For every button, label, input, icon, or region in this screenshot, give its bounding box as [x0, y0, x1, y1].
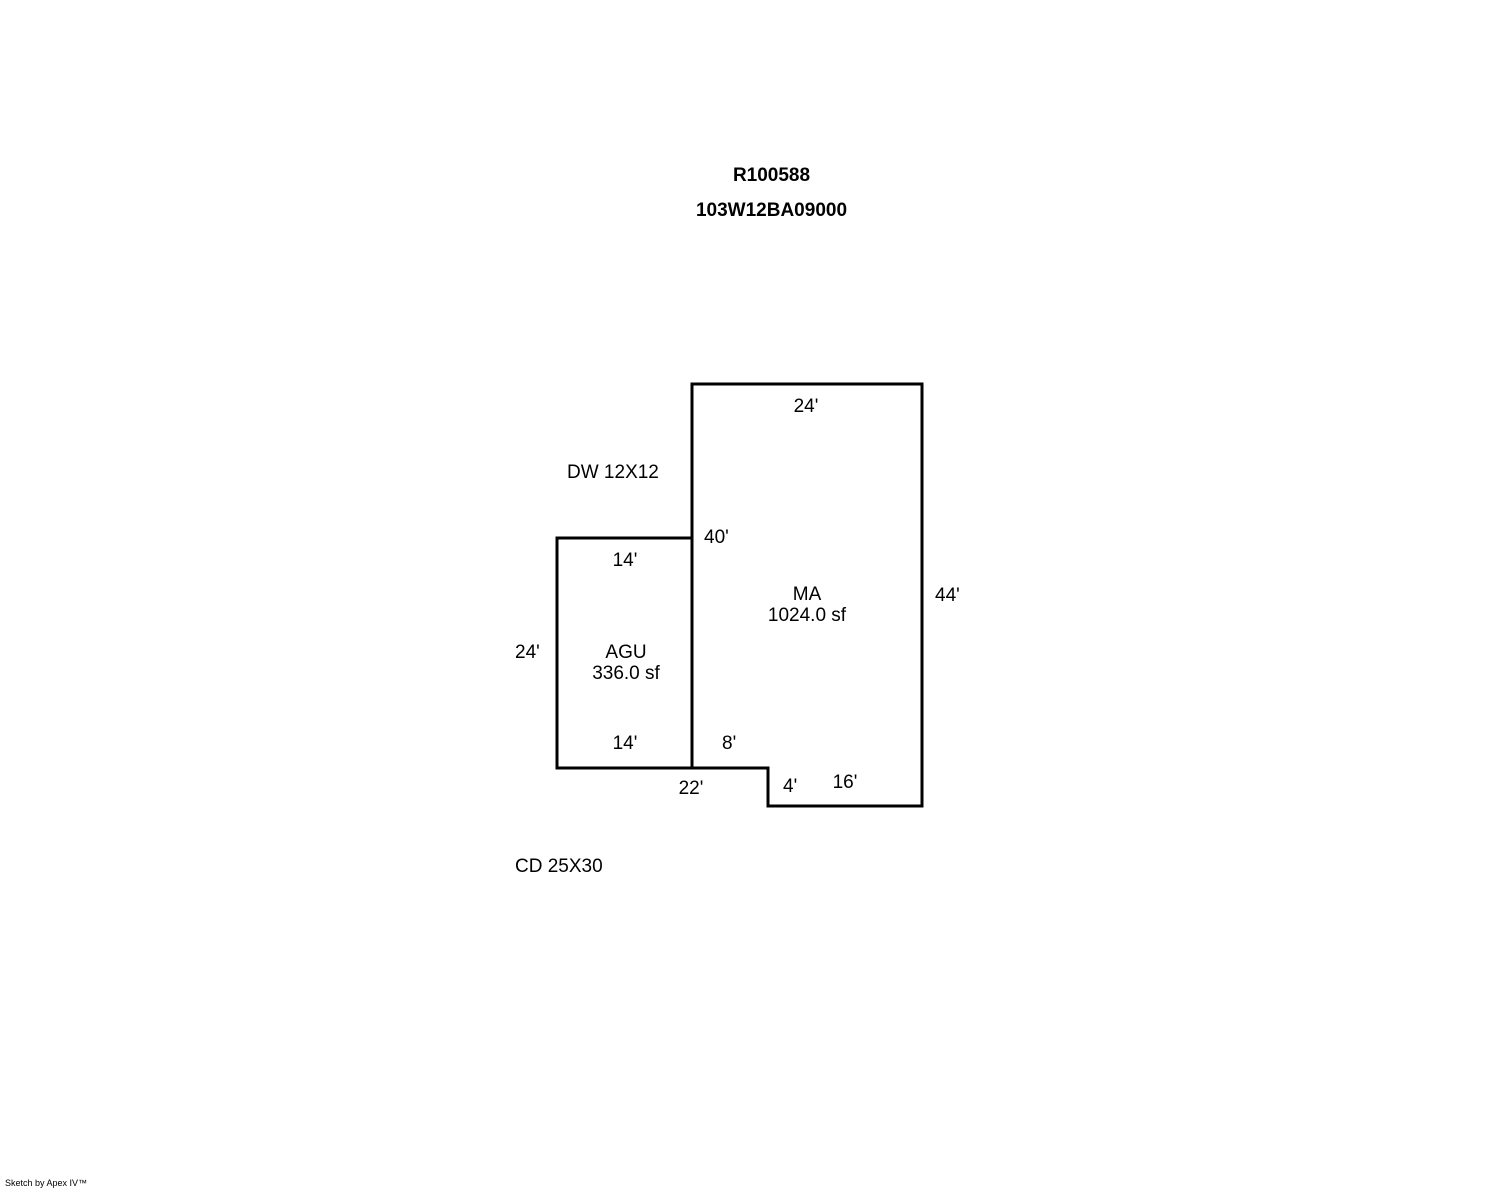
dim-ma-left: 40' — [704, 527, 729, 548]
dim-agu-left: 24' — [515, 642, 540, 663]
deck-label: CD 25X30 — [515, 856, 603, 877]
sketch-credit: Sketch by Apex IV™ — [5, 1178, 88, 1188]
garage-area-size: 336.0 sf — [592, 663, 660, 684]
dim-combined-bottom: 22' — [678, 778, 704, 799]
dim-agu-bottom: 14' — [612, 733, 638, 754]
record-id: R100588 — [732, 165, 811, 186]
driveway-label: DW 12X12 — [567, 462, 659, 483]
parcel-id: 103W12BA09000 — [695, 200, 848, 221]
dim-agu-top: 14' — [612, 550, 638, 571]
garage-area-outline — [555, 536, 692, 770]
dim-ma-notch-vertical: 4' — [783, 776, 798, 797]
dim-ma-step-vertical: 8' — [722, 733, 737, 754]
dim-ma-top: 24' — [793, 396, 819, 417]
main-area-size: 1024.0 sf — [767, 605, 847, 626]
main-area-code: MA — [792, 584, 822, 605]
dim-ma-bottom: 16' — [832, 772, 858, 793]
garage-area-label: AGU 336.0 sf — [592, 642, 660, 684]
garage-area-code: AGU — [605, 642, 647, 663]
dim-ma-right: 44' — [935, 585, 960, 606]
main-area-label: MA 1024.0 sf — [768, 584, 846, 626]
